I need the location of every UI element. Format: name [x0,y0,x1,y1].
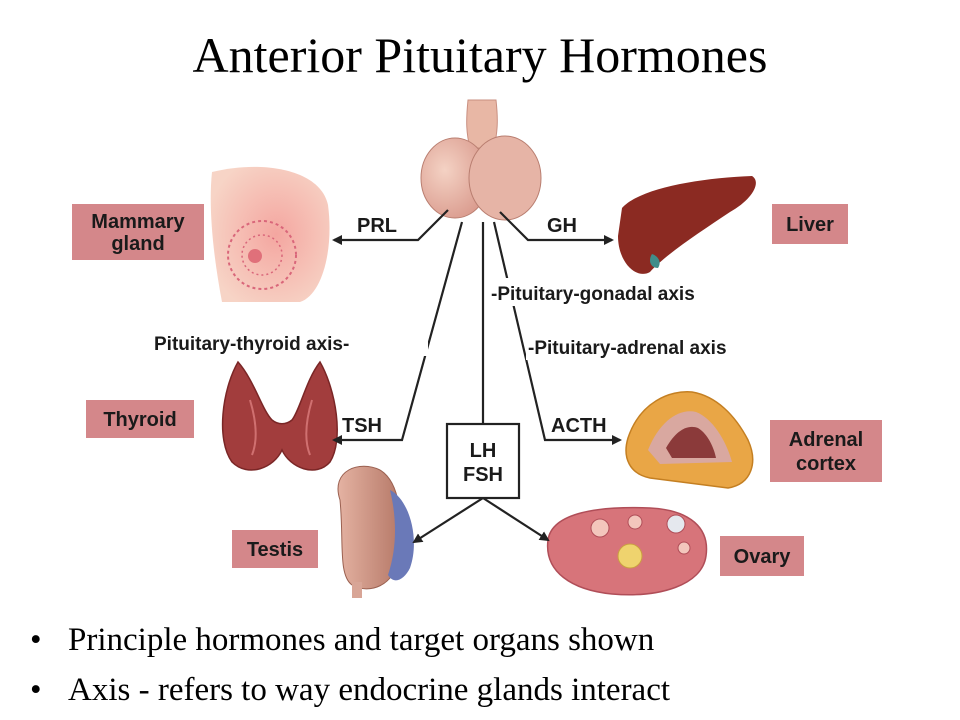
thyroid-illustration [221,360,338,471]
ovary-illustration [546,506,708,596]
svg-text:cortex: cortex [796,453,856,475]
adrenal-axis-label: -Pituitary-adrenal axis [528,338,727,359]
mammary-gland-illustration [210,166,330,302]
organ-label-ovary: Ovary [720,536,804,576]
lh-label: LH [470,440,497,462]
lh-fsh-box: LH FSH [445,422,521,500]
gh-arrow [499,211,614,245]
adrenal-cortex-illustration [625,391,754,489]
pituitary-gland-illustration [420,99,542,221]
tsh-arrow [332,221,464,445]
ovary-arrow [482,497,550,542]
acth-label: ACTH [551,415,607,437]
prl-label: PRL [357,215,397,237]
svg-text:Testis: Testis [247,539,303,561]
organ-label-liver: Liver [772,204,848,244]
thyroid-axis-label: Pituitary-thyroid axis- [154,334,349,355]
gonadal-axis-label: -Pituitary-gonadal axis [491,284,695,305]
svg-text:Ovary: Ovary [734,546,792,568]
acth-arrow [492,221,622,445]
organ-label-adrenal-cortex: Adrenal cortex [770,420,882,482]
fsh-label: FSH [463,464,503,486]
bullet-item: Principle hormones and target organs sho… [30,615,670,665]
organ-label-testis: Testis [232,530,318,568]
organ-label-mammary-gland: Mammary gland [72,204,204,260]
testis-arrow [412,497,484,544]
page-title: Anterior Pituitary Hormones [192,27,768,83]
bullet-item: Axis - refers to way endocrine glands in… [30,665,670,715]
bullet-list: Principle hormones and target organs sho… [30,615,670,715]
svg-text:gland: gland [111,233,164,255]
organ-label-thyroid: Thyroid [86,400,194,438]
gh-label: GH [547,215,577,237]
tsh-label: TSH [342,415,382,437]
svg-text:Adrenal: Adrenal [789,429,863,451]
svg-text:Thyroid: Thyroid [103,409,176,431]
testis-illustration [337,465,414,598]
liver-illustration [618,176,756,274]
prl-arrow [332,209,449,245]
svg-text:Mammary: Mammary [91,211,185,233]
svg-text:Liver: Liver [786,214,834,236]
